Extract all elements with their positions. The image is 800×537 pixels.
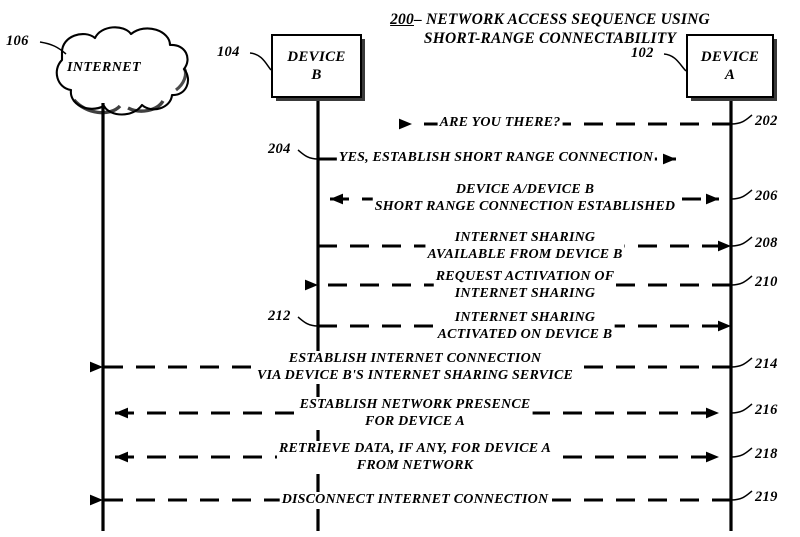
message-label-216: ESTABLISH NETWORK PRESENCE FOR DEVICE A <box>297 397 533 430</box>
message-208-line2: AVAILABLE FROM DEVICE B <box>427 246 623 262</box>
message-218-line2: FROM NETWORK <box>356 457 474 473</box>
device-a-label-line1: DEVICE <box>700 49 760 65</box>
message-label-219: DISCONNECT INTERNET CONNECTION <box>279 492 551 509</box>
message-216-line1: ESTABLISH NETWORK PRESENCE <box>299 397 531 412</box>
device-b-label-line2: B <box>311 67 322 83</box>
message-214-line1: ESTABLISH INTERNET CONNECTION <box>288 351 542 366</box>
figure-title-dash: – <box>413 11 422 28</box>
ref-number-212: 212 <box>268 308 291 324</box>
message-208-line1: INTERNET SHARING <box>454 230 596 245</box>
leader-218 <box>730 447 753 458</box>
device-b-label-line1: DEVICE <box>287 49 346 65</box>
message-212-line2: ACTIVATED ON DEVICE B <box>437 326 613 342</box>
message-218-line1: RETRIEVE DATA, IF ANY, FOR DEVICE A <box>278 441 552 456</box>
leader-210 <box>730 275 753 286</box>
message-214-line2: VIA DEVICE B'S INTERNET SHARING SERVICE <box>256 367 574 383</box>
ref-number-219: 219 <box>755 489 778 505</box>
ref-number-206: 206 <box>755 188 778 204</box>
message-210-line2: INTERNET SHARING <box>454 285 596 301</box>
message-label-202: ARE YOU THERE? <box>437 115 563 132</box>
leader-208 <box>730 236 753 247</box>
leader-104 <box>249 52 272 71</box>
ref-number-218: 218 <box>755 446 778 462</box>
ref-number-216: 216 <box>755 402 778 418</box>
message-210-line1: REQUEST ACTIVATION OF <box>435 269 615 284</box>
device-a-label-line2: A <box>724 67 736 83</box>
ref-number-202: 202 <box>755 113 778 129</box>
leader-212 <box>297 316 319 327</box>
leader-106 <box>39 41 67 55</box>
ref-number-214: 214 <box>755 356 778 372</box>
leader-102 <box>663 53 687 72</box>
message-label-214: ESTABLISH INTERNET CONNECTION VIA DEVICE… <box>254 351 576 384</box>
leader-202 <box>730 114 753 125</box>
message-label-204: YES, ESTABLISH SHORT RANGE CONNECTION <box>336 150 656 167</box>
message-label-208: INTERNET SHARING AVAILABLE FROM DEVICE B <box>425 230 625 263</box>
leader-214 <box>730 357 753 368</box>
message-label-206: DEVICE A/DEVICE B SHORT RANGE CONNECTION… <box>372 182 678 215</box>
internet-cloud-icon <box>55 26 189 116</box>
leader-216 <box>730 403 753 414</box>
message-216-line2: FOR DEVICE A <box>365 413 465 429</box>
message-label-218: RETRIEVE DATA, IF ANY, FOR DEVICE A FROM… <box>276 441 554 474</box>
message-212-line1: INTERNET SHARING <box>454 310 596 325</box>
ref-number-104: 104 <box>217 44 240 60</box>
ref-number-204: 204 <box>268 141 291 157</box>
figure-number: 200 <box>390 11 414 28</box>
node-device-b[interactable]: DEVICE B <box>271 34 362 98</box>
message-206-line2: SHORT RANGE CONNECTION ESTABLISHED <box>374 198 676 214</box>
message-206-line1: DEVICE A/DEVICE B <box>455 182 595 197</box>
figure-title: 200– NETWORK ACCESS SEQUENCE USING SHORT… <box>370 10 730 48</box>
ref-number-106: 106 <box>6 33 29 49</box>
ref-number-210: 210 <box>755 274 778 290</box>
leader-206 <box>730 189 753 200</box>
leader-219 <box>730 490 753 501</box>
leader-204 <box>297 149 319 160</box>
internet-label: INTERNET <box>67 60 141 75</box>
ref-number-102: 102 <box>631 45 654 61</box>
ref-number-208: 208 <box>755 235 778 251</box>
node-device-a[interactable]: DEVICE A <box>686 34 774 98</box>
message-label-212: INTERNET SHARING ACTIVATED ON DEVICE B <box>435 310 615 343</box>
message-label-210: REQUEST ACTIVATION OF INTERNET SHARING <box>433 269 617 302</box>
figure-title-line1: NETWORK ACCESS SEQUENCE USING <box>426 11 710 28</box>
figure-title-line2: SHORT-RANGE CONNECTABILITY <box>423 30 677 47</box>
